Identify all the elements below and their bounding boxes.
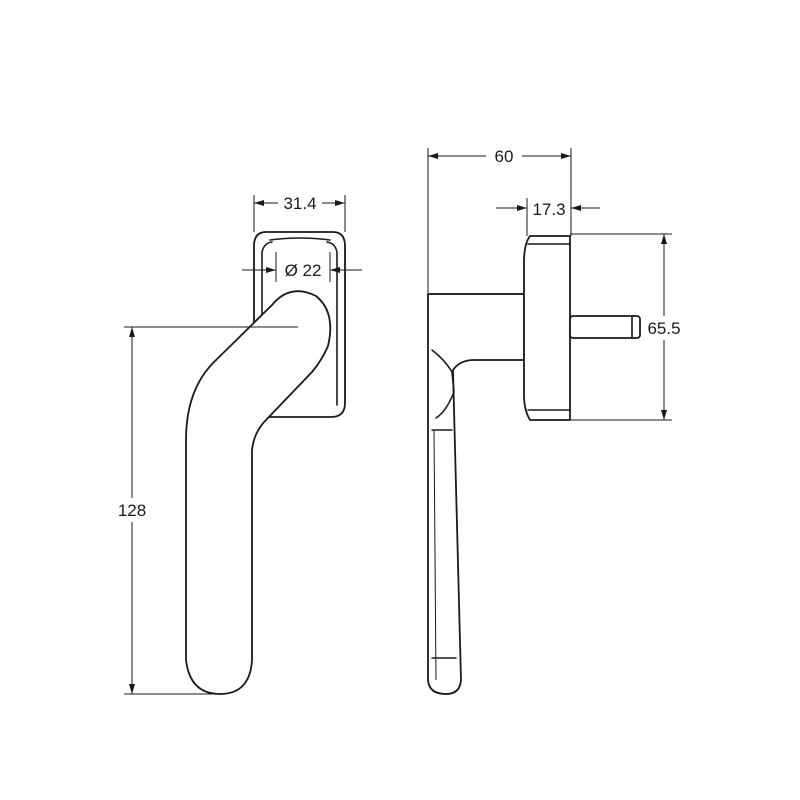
dim-depth-label: 60 (495, 147, 514, 166)
dim-17-3: 17.3 (496, 198, 600, 236)
dim-65-5: 65.5 (570, 233, 686, 421)
dim-base-label: 17.3 (532, 200, 565, 219)
dim-128: 128 (112, 326, 296, 695)
spindle (569, 315, 641, 339)
dim-31-4: 31.4 (253, 190, 346, 232)
rosette-side (523, 235, 571, 421)
dim-length-label: 128 (118, 501, 146, 520)
dim-width-label: 31.4 (283, 194, 316, 213)
dim-60: 60 (428, 143, 571, 167)
lever-side-profile (427, 293, 525, 695)
lever-handle (185, 290, 332, 695)
side-view: 60 17.3 65.5 (427, 143, 686, 695)
dim-diameter: Ø 22 (242, 252, 362, 282)
dim-diameter-label: Ø 22 (285, 261, 322, 280)
front-view: 31.4 Ø 22 128 (112, 190, 362, 695)
dim-height-label: 65.5 (647, 319, 680, 338)
